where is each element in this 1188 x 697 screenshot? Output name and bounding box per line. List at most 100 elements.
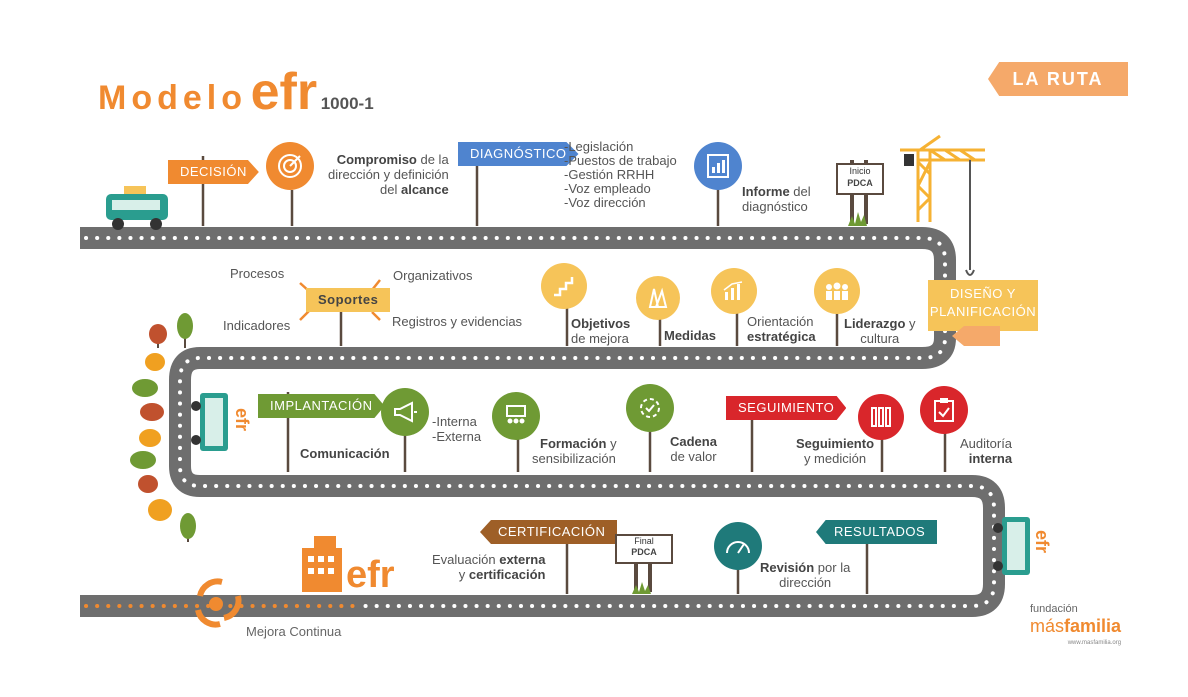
cycle-icon — [195, 578, 242, 628]
interna-externa: -Interna -Externa — [432, 414, 481, 444]
trees — [130, 313, 196, 542]
bus-right-logo: efr — [1032, 529, 1053, 554]
bus-left — [191, 393, 228, 451]
medidas-label: Medidas — [664, 328, 717, 343]
orientacion-bold: estratégica — [747, 329, 816, 344]
externa-bold: externa — [499, 552, 546, 567]
cadena-text: de valor — [670, 449, 717, 464]
objetivos-label: Objetivos de mejora — [571, 316, 630, 346]
alcance-bold: alcance — [400, 182, 449, 197]
revision-label: Revisión por la dirección — [760, 560, 850, 590]
seguimiento-bold: Seguimiento — [796, 436, 875, 451]
procesos-label: Procesos — [230, 266, 285, 281]
compromiso-bold: Compromiso — [336, 152, 417, 167]
diseno-line-1: DISEÑO Y — [950, 286, 1016, 301]
informe-text-1: del — [789, 184, 811, 199]
formacion-label: Formación y sensibilización — [532, 436, 617, 466]
resultados-sign: RESULTADOS — [816, 520, 938, 544]
title-word: Modelo — [98, 79, 247, 117]
diseno-sign: DISEÑO Y PLANIFICACIÓN — [928, 280, 1038, 331]
auditoria-text: Auditoría — [960, 436, 1013, 451]
revision-bold: Revisión — [760, 560, 815, 575]
diag-item: -Voz dirección — [564, 195, 646, 210]
crane-weight — [904, 154, 914, 166]
auditoria-bold: interna — [968, 451, 1013, 466]
inicio-label: Inicio — [849, 166, 871, 176]
objetivos-text: de mejora — [571, 331, 629, 346]
interna-label: -Interna — [432, 414, 477, 429]
clipboard-icon — [920, 386, 968, 434]
stairs-icon — [541, 263, 587, 309]
compromiso-text-2: dirección y definición — [328, 167, 449, 182]
diag-item: -Legislación — [564, 139, 634, 154]
cadena-bold: Cadena — [670, 434, 717, 449]
auditoria-label: Auditoría interna — [960, 436, 1012, 466]
grass-tuft-final — [632, 582, 651, 594]
bus-left-logo: efr — [232, 407, 253, 432]
la-ruta-ribbon: LA RUTA — [988, 62, 1128, 96]
mas-label: más — [1030, 616, 1065, 636]
efr-building-icon — [302, 536, 342, 592]
informe-label: Informe del diagnóstico — [742, 184, 811, 214]
externa-label: -Externa — [432, 429, 482, 444]
formacion-text-1: y — [606, 436, 617, 451]
implantacion-sign: IMPLANTACIÓN — [258, 394, 385, 418]
evaluacion-text-2: y — [458, 567, 469, 582]
liderazgo-text-1: y — [905, 316, 916, 331]
mejora-label: Mejora Continua — [246, 624, 342, 639]
books-icon — [858, 394, 904, 440]
final-label: Final — [634, 536, 654, 546]
inicio-pdca-board: Inicio PDCA — [836, 163, 884, 195]
road-dashes — [84, 236, 996, 608]
final-pdca-board: Final PDCA — [615, 534, 673, 564]
compromiso-text-3: del — [380, 182, 401, 197]
diag-item: -Puestos de trabajo — [564, 153, 677, 168]
diseno-line-2: PLANIFICACIÓN — [929, 304, 1037, 319]
diag-item: -Gestión RRHH — [564, 167, 655, 182]
orientacion-text: Orientación — [747, 314, 814, 329]
comunicacion-label: Comunicación — [300, 446, 390, 461]
formacion-bold: Formación — [540, 436, 607, 451]
final-pdca-label: PDCA — [631, 547, 657, 557]
soportes-sign: Soportes — [306, 288, 391, 312]
page-title: Modelo efr 1000-1 — [98, 66, 374, 118]
certificacion-sign: CERTIFICACIÓN — [480, 520, 618, 544]
liderazgo-text-2: cultura — [860, 331, 900, 346]
megaphone-icon — [381, 388, 429, 436]
liderazgo-label: Liderazgo y cultura — [844, 316, 916, 346]
diag-item: -Voz empleado — [564, 181, 651, 196]
chart-icon — [711, 268, 757, 314]
fundacion-label: fundación — [1030, 603, 1078, 615]
title-brand: efr — [250, 63, 318, 121]
informe-text-2: diagnóstico — [742, 199, 808, 214]
fundacion-logo: fundación másfamilia www.masfamilia.org — [1030, 602, 1121, 650]
target-icon — [266, 142, 314, 190]
gauge-icon — [714, 522, 762, 570]
diagnostico-sign: DIAGNÓSTICO — [458, 142, 579, 166]
url-label: www.masfamilia.org — [1067, 640, 1122, 646]
revision-text-2: dirección — [779, 575, 832, 590]
diagnostico-list: -Legislación -Puestos de trabajo -Gestió… — [564, 140, 677, 210]
formacion-text-2: sensibilización — [532, 451, 616, 466]
pdca-label: PDCA — [847, 178, 873, 188]
arrow-left-icon — [952, 326, 1000, 346]
cycle-center — [209, 597, 223, 611]
compromiso-label: Compromiso de la dirección y definición … — [328, 152, 449, 197]
certificacion-bold: certificación — [468, 567, 546, 582]
seguimiento-label: Seguimiento y medición — [796, 436, 874, 466]
training-icon — [492, 392, 540, 440]
compromiso-text-1: de la — [416, 152, 449, 167]
report-icon — [694, 142, 742, 190]
objetivos-bold: Objetivos — [571, 316, 631, 331]
indicadores-label: Indicadores — [223, 318, 291, 333]
decision-sign: DECISIÓN — [168, 160, 259, 184]
seguimiento-sign: SEGUIMIENTO — [726, 396, 847, 420]
seguimiento-text: y medición — [803, 451, 867, 466]
evaluacion-label: Evaluación externa y certificación — [432, 552, 545, 582]
revision-text-1: por la — [814, 560, 851, 575]
familia-label: familia — [1064, 616, 1122, 636]
grass-tuft-inicio — [848, 212, 867, 226]
registros-label: Registros y evidencias — [392, 314, 523, 329]
